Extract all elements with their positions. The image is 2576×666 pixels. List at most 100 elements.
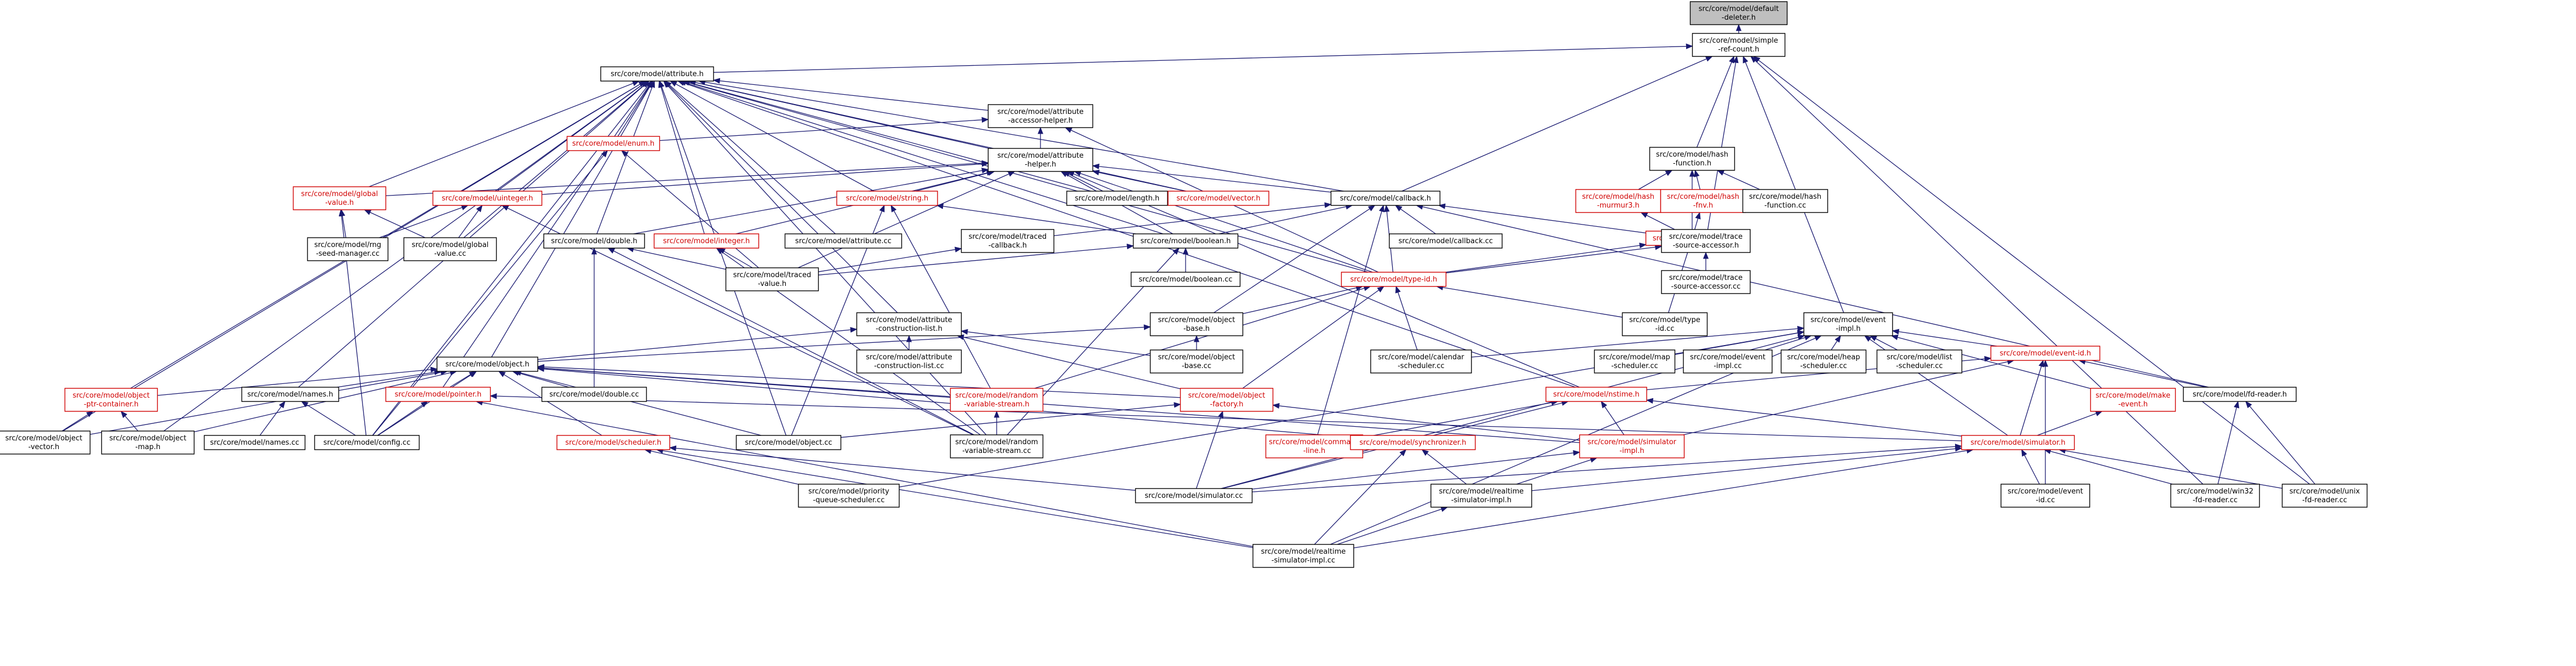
node-label-line: -impl.h bbox=[1836, 325, 1860, 333]
graph-node-string-h[interactable]: src/core/model/string.h bbox=[836, 191, 938, 206]
node-label-line: src/core/model/calendar bbox=[1378, 353, 1464, 361]
graph-node-trace-source-accessor-h[interactable]: src/core/model/trace-source-accessor.h bbox=[1661, 229, 1751, 253]
graph-node-command-line-h[interactable]: src/core/model/command-line.h bbox=[1265, 434, 1364, 458]
graph-node-simple-ref-count[interactable]: src/core/model/simple-ref-count.h bbox=[1692, 33, 1786, 57]
dependency-edge bbox=[377, 401, 428, 436]
graph-node-make-event-h[interactable]: src/core/model/make-event.h bbox=[2090, 388, 2176, 412]
graph-node-map-scheduler[interactable]: src/core/model/map-scheduler.cc bbox=[1594, 349, 1676, 374]
node-label-line: -deleter.h bbox=[1722, 14, 1756, 22]
graph-node-list-scheduler[interactable]: src/core/model/list-scheduler.cc bbox=[1876, 349, 1963, 374]
graph-node-object-factory-h[interactable]: src/core/model/object-factory.h bbox=[1180, 388, 1274, 412]
node-box bbox=[1252, 544, 1354, 568]
graph-node-attr-construction-list-h[interactable]: src/core/model/attribute-construction-li… bbox=[856, 312, 962, 336]
dependency-arrow bbox=[537, 366, 1351, 438]
graph-node-hash-function-cc[interactable]: src/core/model/hash-function.cc bbox=[1742, 189, 1829, 213]
node-label-line: -ptr-container.h bbox=[84, 400, 139, 409]
graph-node-event-id-h[interactable]: src/core/model/event-id.h bbox=[1990, 346, 2101, 361]
graph-node-attr-construction-list-cc[interactable]: src/core/model/attribute-construction-li… bbox=[856, 349, 962, 374]
graph-node-event-id-cc[interactable]: src/core/model/event-id.cc bbox=[2000, 484, 2090, 508]
graph-node-pointer-h[interactable]: src/core/model/pointer.h bbox=[385, 387, 491, 402]
graph-node-win32-fd-reader[interactable]: src/core/model/win32-fd-reader.cc bbox=[2170, 484, 2260, 508]
graph-node-simulator-h[interactable]: src/core/model/simulator.h bbox=[1961, 435, 2075, 450]
graph-node-object-vector[interactable]: src/core/model/object-vector.h bbox=[0, 430, 91, 455]
dependency-arrow bbox=[664, 81, 836, 234]
dependency-arrow bbox=[1696, 55, 1735, 148]
graph-node-callback-cc[interactable]: src/core/model/callback.cc bbox=[1389, 233, 1503, 249]
graph-node-uinteger-h[interactable]: src/core/model/uinteger.h bbox=[432, 191, 543, 206]
dependency-arrow bbox=[797, 171, 1015, 268]
node-label-line: src/core/model/trace bbox=[1669, 274, 1743, 282]
graph-node-attribute-h[interactable]: src/core/model/attribute.h bbox=[600, 66, 714, 82]
graph-node-object-cc[interactable]: src/core/model/object.cc bbox=[735, 435, 842, 450]
node-box bbox=[1660, 189, 1746, 213]
graph-node-simulator-impl-h[interactable]: src/core/model/simulator-impl.h bbox=[1579, 434, 1685, 458]
graph-node-object-base-h[interactable]: src/core/model/object-base.h bbox=[1149, 312, 1244, 336]
graph-node-names-cc[interactable]: src/core/model/names.cc bbox=[204, 435, 306, 450]
dependency-edge bbox=[1314, 449, 1407, 545]
graph-node-event-impl-cc[interactable]: src/core/model/event-impl.cc bbox=[1683, 349, 1773, 374]
node-box bbox=[403, 237, 497, 261]
node-label-line: -base.h bbox=[1183, 325, 1210, 333]
node-label-line: src/core/model/object.h bbox=[445, 360, 529, 369]
graph-node-hash-function-h[interactable]: src/core/model/hash-function.h bbox=[1649, 147, 1735, 171]
graph-node-type-id-cc[interactable]: src/core/model/type-id.cc bbox=[1622, 312, 1708, 336]
graph-node-object-h[interactable]: src/core/model/object.h bbox=[436, 357, 538, 372]
node-box bbox=[1180, 388, 1274, 412]
graph-node-attr-helper[interactable]: src/core/model/attribute-helper.h bbox=[987, 148, 1094, 172]
graph-node-hash-fnv[interactable]: src/core/model/hash-fnv.h bbox=[1660, 189, 1746, 213]
graph-node-double-cc[interactable]: src/core/model/double.cc bbox=[541, 387, 647, 402]
dependency-arrow bbox=[1646, 398, 1962, 437]
graph-node-priority-queue-scheduler[interactable]: src/core/model/priority-queue-scheduler.… bbox=[798, 484, 900, 508]
node-label-line: src/core/model/vector.h bbox=[1176, 194, 1260, 203]
dependency-edge bbox=[120, 411, 139, 432]
graph-node-traced-value[interactable]: src/core/model/traced-value.h bbox=[725, 267, 819, 291]
dependency-edge bbox=[669, 81, 875, 192]
dependency-arrow bbox=[957, 334, 1181, 389]
dependency-edge bbox=[449, 371, 476, 388]
graph-node-calendar-scheduler[interactable]: src/core/model/calendar-scheduler.cc bbox=[1370, 349, 1472, 374]
graph-node-event-impl-h[interactable]: src/core/model/event-impl.h bbox=[1803, 312, 1893, 336]
graph-node-callback-h[interactable]: src/core/model/callback.h bbox=[1330, 191, 1441, 206]
graph-node-heap-scheduler[interactable]: src/core/model/heap-scheduler.cc bbox=[1780, 349, 1867, 374]
graph-node-integer-h[interactable]: src/core/model/integer.h bbox=[653, 233, 760, 249]
node-label-line: src/core/model/boolean.cc bbox=[1138, 275, 1232, 284]
graph-node-names-h[interactable]: src/core/model/names.h bbox=[241, 387, 340, 402]
node-label-line: -fd-reader.cc bbox=[2193, 496, 2238, 504]
graph-node-realtime-simulator-impl-cc[interactable]: src/core/model/realtime-simulator-impl.c… bbox=[1252, 544, 1354, 568]
node-label-line: src/core/model/event-id.h bbox=[2000, 349, 2091, 358]
graph-node-scheduler-h[interactable]: src/core/model/scheduler.h bbox=[556, 435, 670, 450]
node-box bbox=[856, 312, 962, 336]
graph-node-object-base-cc[interactable]: src/core/model/object-base.cc bbox=[1149, 349, 1244, 374]
graph-node-nstime-h[interactable]: src/core/model/nstime.h bbox=[1545, 387, 1647, 402]
graph-node-traced-callback[interactable]: src/core/model/traced-callback.h bbox=[961, 229, 1055, 253]
graph-node-enum-h[interactable]: src/core/model/enum.h bbox=[566, 136, 660, 151]
graph-node-global-value-cc[interactable]: src/core/model/global-value.cc bbox=[403, 237, 497, 261]
graph-node-fd-reader-h[interactable]: src/core/model/fd-reader.h bbox=[2183, 387, 2297, 402]
node-label-line: -fd-reader.cc bbox=[2302, 496, 2347, 504]
graph-node-boolean-cc[interactable]: src/core/model/boolean.cc bbox=[1130, 272, 1241, 287]
graph-node-boolean-h[interactable]: src/core/model/boolean.h bbox=[1132, 233, 1239, 249]
graph-node-random-variable-stream-h[interactable]: src/core/model/random-variable-stream.h bbox=[950, 388, 1044, 412]
graph-node-vector-h[interactable]: src/core/model/vector.h bbox=[1168, 191, 1269, 206]
graph-node-random-variable-stream-cc[interactable]: src/core/model/random-variable-stream.cc bbox=[950, 434, 1044, 458]
graph-node-realtime-simulator-impl-h[interactable]: src/core/model/realtime-simulator-impl.h bbox=[1430, 484, 1532, 508]
graph-node-attr-accessor-helper[interactable]: src/core/model/attribute-accessor-helper… bbox=[987, 104, 1094, 128]
graph-node-trace-source-accessor-cc[interactable]: src/core/model/trace-source-accessor.cc bbox=[1661, 270, 1751, 294]
graph-node-double-h[interactable]: src/core/model/double.h bbox=[543, 233, 645, 249]
graph-node-type-id-h[interactable]: src/core/model/type-id.h bbox=[1341, 272, 1447, 287]
dependency-arrow bbox=[337, 369, 442, 388]
node-label-line: src/core/model/random bbox=[955, 438, 1038, 446]
graph-node-synchronizer-h[interactable]: src/core/model/synchronizer.h bbox=[1350, 435, 1476, 450]
graph-node-length-h[interactable]: src/core/model/length.h bbox=[1066, 191, 1168, 206]
graph-node-object-ptr-container-h[interactable]: src/core/model/object-ptr-container.h bbox=[64, 388, 158, 412]
graph-node-global-value-h[interactable]: src/core/model/global-value.h bbox=[292, 186, 387, 210]
node-label-line: src/core/model/scheduler.h bbox=[565, 439, 662, 447]
graph-node-attribute-cc[interactable]: src/core/model/attribute.cc bbox=[784, 233, 902, 249]
graph-node-simulator-cc[interactable]: src/core/model/simulator.cc bbox=[1135, 488, 1253, 503]
graph-node-hash-murmur3[interactable]: src/core/model/hash-murmur3.h bbox=[1575, 189, 1661, 213]
graph-node-rng-seed-manager[interactable]: src/core/model/rng-seed-manager.cc bbox=[307, 237, 389, 261]
graph-node-object-map[interactable]: src/core/model/object-map.h bbox=[101, 430, 195, 455]
graph-node-unix-fd-reader[interactable]: src/core/model/unix-fd-reader.cc bbox=[2281, 484, 2368, 508]
graph-node-config-cc[interactable]: src/core/model/config.cc bbox=[314, 435, 420, 450]
node-box bbox=[101, 430, 195, 455]
